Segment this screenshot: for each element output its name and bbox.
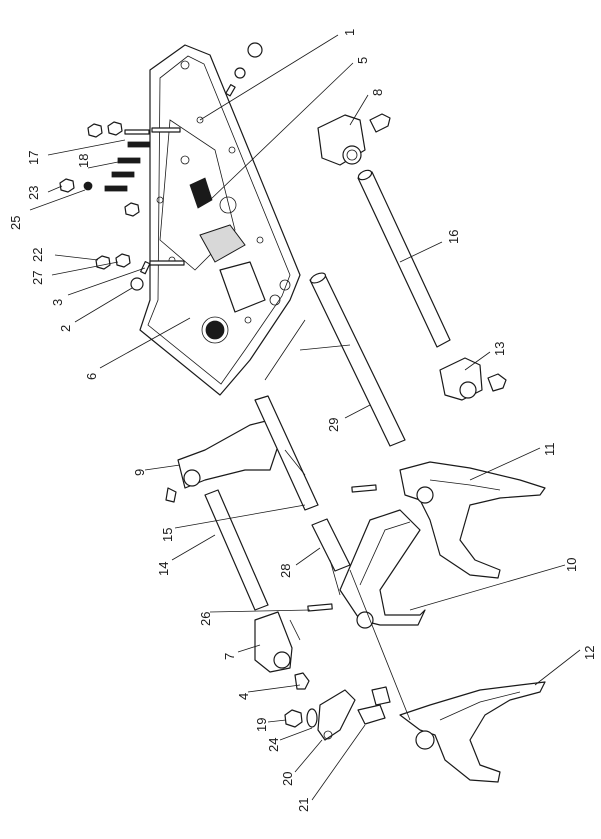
shift-rod-29 xyxy=(309,272,406,447)
shift-block-8 xyxy=(317,113,391,166)
leader-lines xyxy=(29,34,581,801)
shift-fork-10 xyxy=(339,509,426,629)
callout-16: 16 xyxy=(446,230,461,244)
callout-24: 24 xyxy=(266,738,281,752)
callout-10: 10 xyxy=(564,558,579,572)
callout-14: 14 xyxy=(156,562,171,576)
callout-18: 18 xyxy=(76,154,91,168)
callout-29: 29 xyxy=(326,418,341,432)
callout-22: 22 xyxy=(30,248,45,262)
callout-3: 3 xyxy=(50,299,65,306)
callout-28: 28 xyxy=(278,564,293,578)
callout-23: 23 xyxy=(26,186,41,200)
callout-1: 1 xyxy=(342,29,357,36)
callout-26: 26 xyxy=(198,612,213,626)
studs-and-nuts xyxy=(59,121,185,270)
pin-26 xyxy=(307,603,333,612)
shift-fork-12 xyxy=(399,681,546,783)
bottom-fasteners xyxy=(284,686,391,741)
sleeve-28 xyxy=(311,518,351,572)
callout-labels: 1 5 8 16 17 18 23 25 22 27 3 2 6 29 13 1… xyxy=(8,29,597,812)
callout-13: 13 xyxy=(492,342,507,356)
callout-27: 27 xyxy=(30,271,45,285)
callout-7: 7 xyxy=(222,653,237,660)
washers-and-pins-top xyxy=(130,42,263,291)
callout-25: 25 xyxy=(8,216,23,230)
callout-12: 12 xyxy=(582,646,597,660)
callout-20: 20 xyxy=(280,772,295,786)
callout-4: 4 xyxy=(236,693,251,700)
housing-cover-plate xyxy=(139,44,301,396)
callout-6: 6 xyxy=(84,373,99,380)
shift-block-7 xyxy=(254,611,310,690)
callout-11: 11 xyxy=(542,443,557,457)
callout-21: 21 xyxy=(296,798,311,812)
assembly-lines xyxy=(264,319,411,721)
shift-rod-15 xyxy=(254,395,319,511)
shift-rod-16 xyxy=(357,169,451,348)
callout-15: 15 xyxy=(160,528,175,542)
callout-19: 19 xyxy=(254,718,269,732)
shift-block-13 xyxy=(439,357,507,401)
shift-arm-9 xyxy=(165,419,281,503)
callout-2: 2 xyxy=(58,325,73,332)
callout-17: 17 xyxy=(26,151,41,165)
callout-5: 5 xyxy=(355,57,370,64)
shift-fork-11 xyxy=(351,461,546,579)
callout-8: 8 xyxy=(370,89,385,96)
shift-rod-14 xyxy=(204,489,269,611)
callout-9: 9 xyxy=(132,469,147,476)
